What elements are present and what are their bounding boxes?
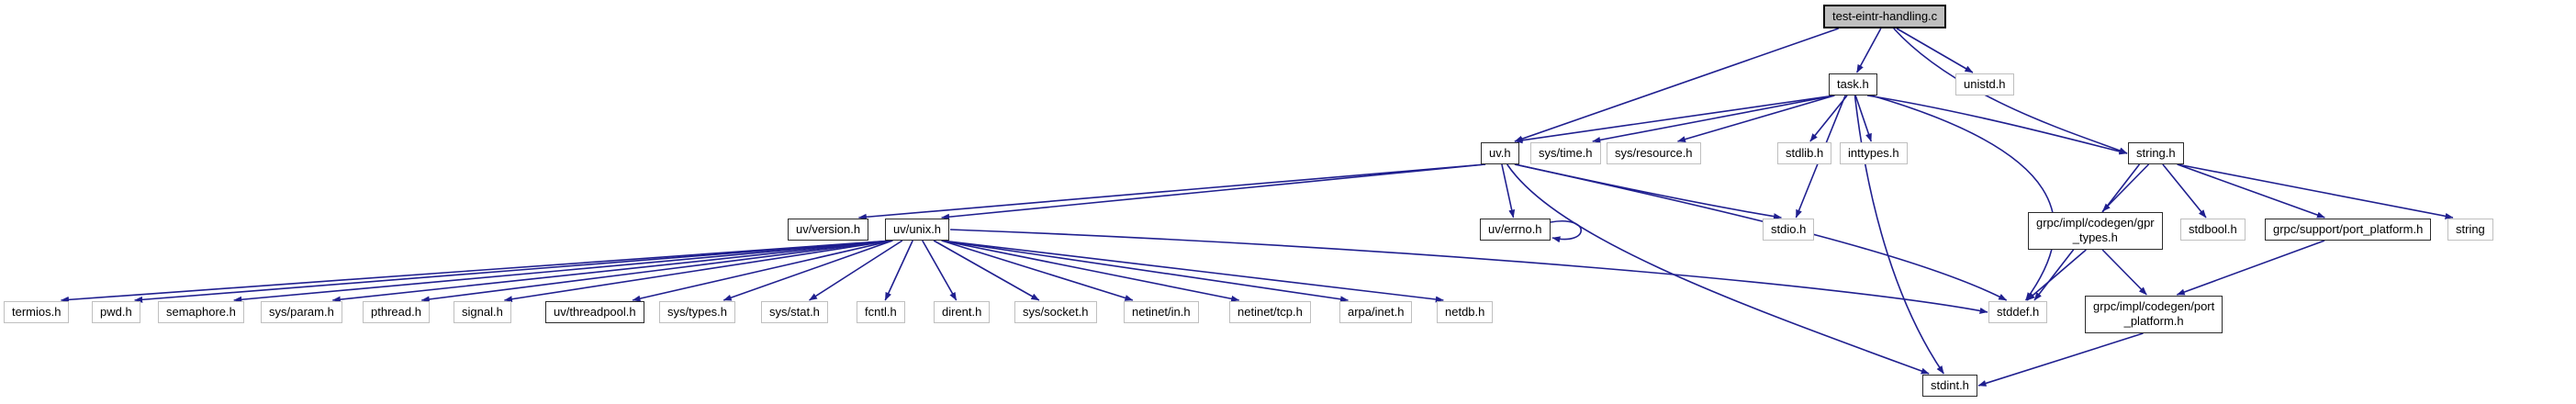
edge-root-task	[1855, 28, 1882, 73]
edge-task-sysresource	[1677, 95, 1835, 142]
node-inttypes: inttypes.h	[1840, 142, 1908, 165]
node-unistd: unistd.h	[1955, 73, 2014, 96]
edge-task-systime	[1592, 95, 1835, 143]
node-dirent: dirent.h	[934, 301, 991, 324]
node-netinettcp: netinet/tcp.h	[1229, 301, 1311, 324]
edge-gprtypes-codegenpp	[2101, 249, 2147, 296]
node-supportpp[interactable]: grpc/support/port_platform.h	[2265, 219, 2432, 241]
edge-root-stringh	[1893, 28, 2128, 154]
edge-uvunix-dirent	[922, 240, 958, 301]
edge-root-unistd	[1896, 28, 1974, 73]
edge-uvunix-sysstat	[809, 240, 903, 301]
edge-uvunix-pwd	[134, 240, 893, 303]
edge-task-stringh	[1866, 95, 2128, 155]
node-stdlib: stdlib.h	[1777, 142, 1832, 165]
edge-task-stdint	[1854, 95, 1944, 375]
node-sysstat: sys/stat.h	[761, 301, 828, 324]
node-stdio: stdio.h	[1763, 219, 1815, 241]
edge-uv-uvunix	[941, 163, 1486, 220]
node-stdbool: stdbool.h	[2180, 219, 2246, 241]
edge-uvunix-termios	[60, 240, 893, 303]
node-uv[interactable]: uv.h	[1481, 142, 1519, 165]
node-pwd: pwd.h	[92, 301, 140, 324]
node-codegenpp[interactable]: grpc/impl/codegen/port _platform.h	[2085, 296, 2223, 333]
edge-task-uv	[1514, 95, 1835, 144]
node-netinetin: netinet/in.h	[1124, 301, 1199, 324]
edge-uvunix-systypes	[722, 240, 893, 301]
edge-stringh-stringstd	[2177, 163, 2454, 219]
edge-uvunix-fcntl	[884, 240, 913, 301]
node-uvunix[interactable]: uv/unix.h	[885, 219, 950, 241]
node-syssocket: sys/socket.h	[1014, 301, 1097, 324]
node-termios: termios.h	[4, 301, 70, 324]
node-semaphore: semaphore.h	[158, 301, 244, 324]
node-gprtypes[interactable]: grpc/impl/codegen/gpr _types.h	[2028, 212, 2163, 250]
node-root[interactable]: test-eintr-handling.c	[1823, 5, 1947, 29]
node-sysresource: sys/resource.h	[1607, 142, 1701, 165]
edge-uv-uvversion	[857, 163, 1486, 220]
node-stddef: stddef.h	[1988, 301, 2048, 324]
node-systypes: sys/types.h	[659, 301, 736, 324]
node-systime: sys/time.h	[1530, 142, 1601, 165]
edge-uvunix-stddef	[949, 229, 1988, 314]
edge-gprtypes-stddef	[2026, 249, 2087, 301]
edge-uvunix-sysparam	[331, 240, 893, 303]
node-signal: signal.h	[454, 301, 511, 324]
edge-task-stddef	[1871, 95, 2055, 301]
node-uvversion[interactable]: uv/version.h	[788, 219, 869, 241]
edge-stringh-stdbool	[2162, 163, 2207, 219]
edge-uvunix-syssocket	[933, 240, 1040, 301]
edge-root-uv	[1514, 28, 1839, 142]
edge-uvunix-threadpool	[632, 240, 893, 302]
edge-uvunix-pthread	[420, 240, 893, 303]
edge-stringh-supportpp	[2177, 163, 2325, 219]
edge-supportpp-codegenpp	[2176, 240, 2325, 296]
node-stringstd: string	[2447, 219, 2493, 241]
edge-uvunix-signal	[503, 240, 893, 303]
node-arpainet: arpa/inet.h	[1339, 301, 1413, 324]
edge-uvunix-semaphore	[233, 240, 893, 303]
node-stdint[interactable]: stdint.h	[1922, 375, 1977, 398]
node-fcntl: fcntl.h	[857, 301, 905, 324]
node-stringh[interactable]: string.h	[2128, 142, 2184, 165]
node-uverrno[interactable]: uv/errno.h	[1480, 219, 1551, 241]
edge-uv-stddef	[1514, 163, 2008, 301]
edge-uvunix-netinettcp	[941, 240, 1240, 302]
edge-uvunix-arpainet	[941, 240, 1349, 303]
node-threadpool[interactable]: uv/threadpool.h	[545, 301, 644, 324]
node-pthread: pthread.h	[363, 301, 430, 324]
edge-uvunix-netdb	[941, 240, 1444, 303]
node-task[interactable]: task.h	[1829, 73, 1877, 96]
edge-uvunix-netinetin	[941, 240, 1134, 301]
edge-uverrno-uverrno	[1550, 220, 1583, 243]
node-sysparam: sys/param.h	[261, 301, 342, 324]
edge-uv-stdint	[1506, 163, 1930, 375]
edge-codegenpp-stdint	[1977, 332, 2144, 387]
edge-uv-uverrno	[1501, 163, 1516, 219]
edge-task-stdlib	[1809, 95, 1848, 142]
node-netdb: netdb.h	[1437, 301, 1494, 324]
edge-task-inttypes	[1854, 95, 1872, 142]
